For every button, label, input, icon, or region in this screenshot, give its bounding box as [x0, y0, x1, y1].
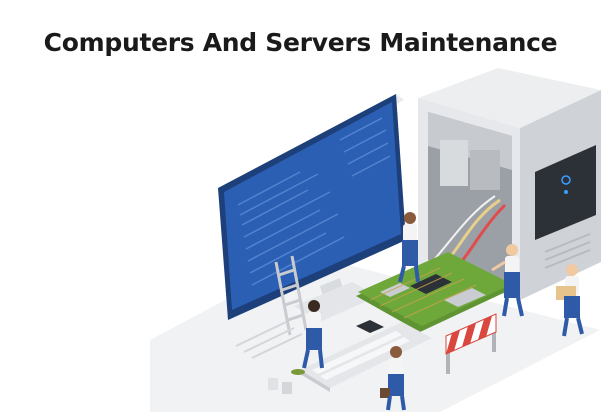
worker-icon	[556, 264, 584, 337]
worker-icon	[302, 300, 324, 369]
server-tower-icon	[418, 68, 601, 300]
page-title: Computers And Servers Maintenance	[43, 28, 558, 57]
keyboard-icon	[300, 322, 432, 392]
motherboard-icon	[356, 252, 514, 332]
chip-icon	[356, 320, 384, 333]
barrier-icon	[445, 313, 497, 374]
parts-icon	[268, 369, 305, 394]
worker-icon	[491, 244, 524, 317]
ladder-icon	[274, 255, 308, 336]
worker-icon	[398, 212, 420, 283]
worker-icon	[380, 346, 406, 411]
monitor-icon	[218, 94, 406, 322]
floor-grid	[235, 321, 303, 359]
